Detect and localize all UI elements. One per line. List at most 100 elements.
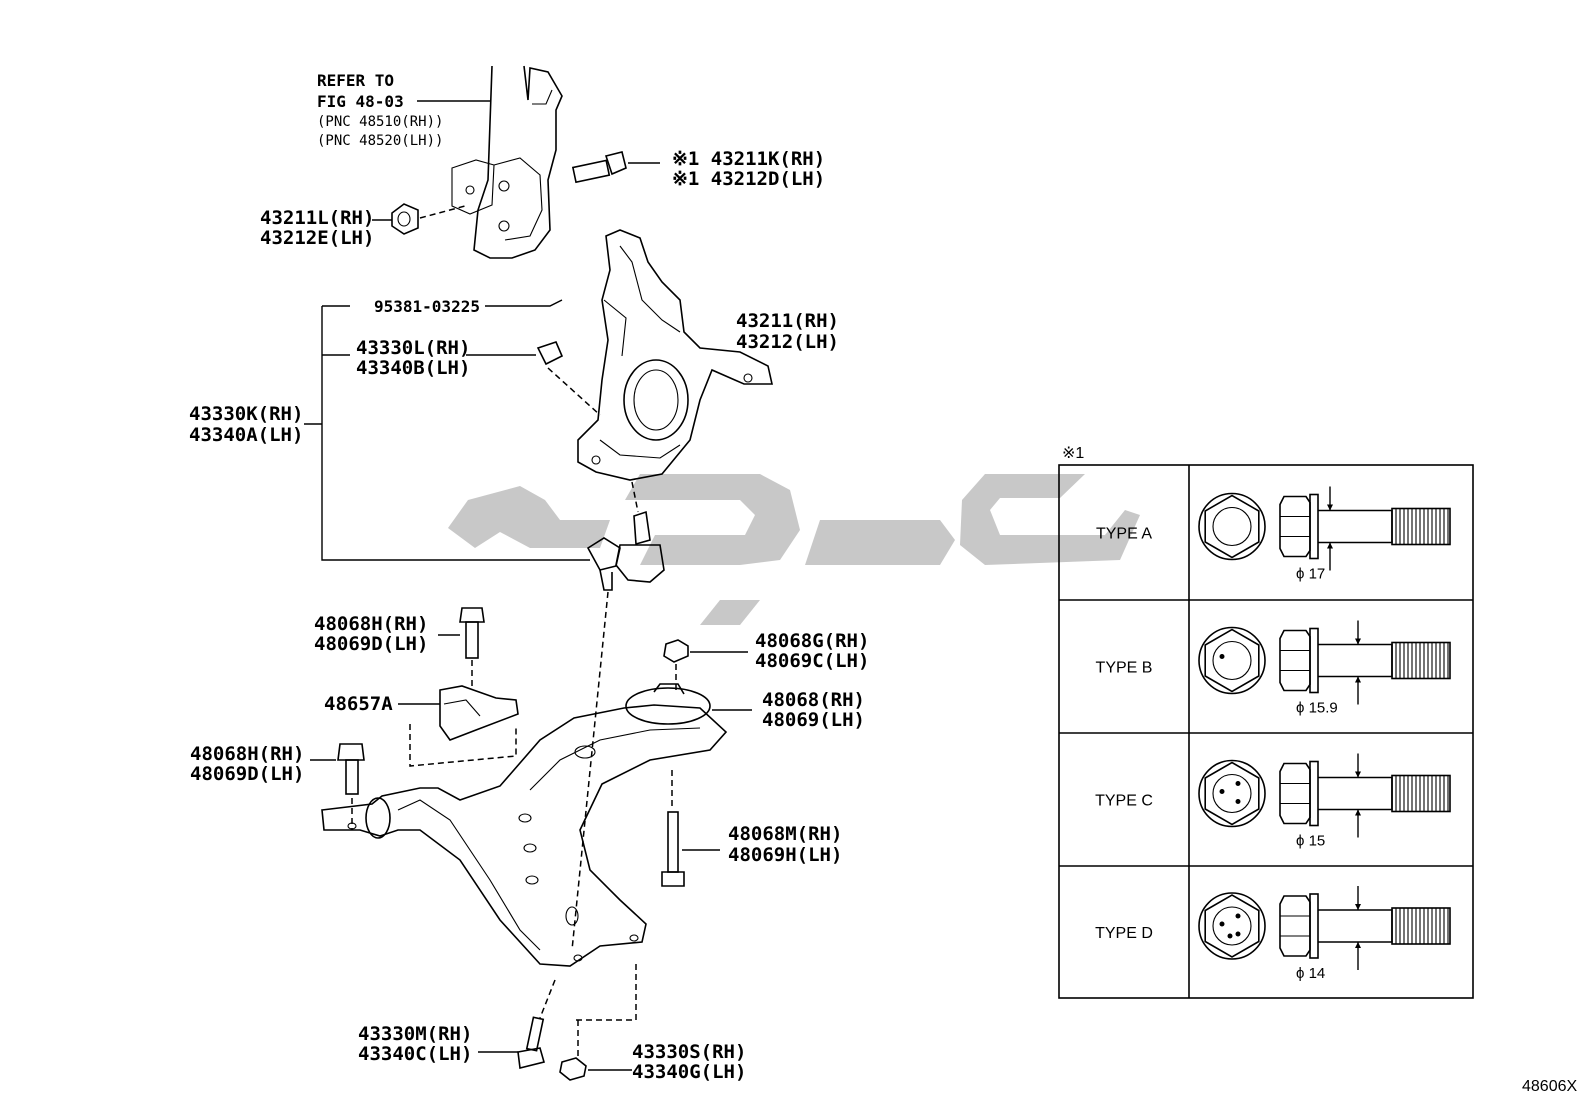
bolt-flange-side xyxy=(1309,893,1319,959)
arrowhead xyxy=(1355,809,1361,816)
bolt-top-illustration xyxy=(571,151,660,184)
type-label: TYPE D xyxy=(1095,925,1153,942)
hex-head-icon xyxy=(1204,494,1260,559)
bolt-thread xyxy=(1391,907,1451,945)
callout-bushing-lh: 48069(LH) xyxy=(762,709,865,731)
callout-bolt-top-lh: ※1 43212D(LH) xyxy=(672,168,825,190)
boot-illustration xyxy=(466,341,601,416)
flange-circle xyxy=(1198,626,1266,695)
callout-washer-lh: 43212E(LH) xyxy=(260,227,374,249)
diameter-label: ϕ 17 xyxy=(1296,566,1325,583)
marking-dot xyxy=(1219,921,1225,927)
bolt-shank xyxy=(1318,909,1393,943)
bolt-flange-side xyxy=(1309,493,1319,560)
marking-dot xyxy=(1235,799,1241,804)
svg-text:FIG 48-03: FIG 48-03 xyxy=(317,92,404,111)
type-label: TYPE C xyxy=(1095,793,1153,810)
bolt-flange-side xyxy=(1309,760,1319,827)
callout-bolt-d-lh: 43340C(LH) xyxy=(358,1043,472,1065)
bolt-head-side xyxy=(1279,895,1311,957)
callout-bolt-b-lh: 48069D(LH) xyxy=(190,763,304,785)
bolt-head-side xyxy=(1279,495,1311,558)
arrowhead xyxy=(1355,904,1361,910)
hex-head-icon xyxy=(1204,894,1260,958)
hex-head-icon xyxy=(1204,761,1260,826)
steering-knuckle-illustration xyxy=(577,229,773,481)
type-row: TYPE D ϕ 14 xyxy=(1095,886,1451,982)
callout-ball-joint-rh: 43330K(RH) xyxy=(189,403,303,425)
svg-text:(PNC 48520(LH)): (PNC 48520(LH)) xyxy=(317,133,443,149)
head-face xyxy=(1212,906,1252,946)
callout-bolt-b-rh: 48068H(RH) xyxy=(190,743,304,765)
watermark-logo xyxy=(448,474,1140,625)
diameter-label: ϕ 14 xyxy=(1296,965,1325,982)
callout-bolt-a-rh: 48068H(RH) xyxy=(314,613,428,635)
bolt-thread xyxy=(1391,641,1451,680)
callout-bracket: 48657A xyxy=(324,693,393,715)
arrowhead xyxy=(1355,771,1361,778)
marking-dot xyxy=(1235,781,1241,786)
callout-bolt-c-rh: 48068M(RH) xyxy=(728,823,842,845)
refer-note: REFER TO FIG 48-03 (PNC 48510(RH)) (PNC … xyxy=(317,71,443,149)
bolt-head-side xyxy=(1279,762,1311,825)
washer-illustration xyxy=(372,203,466,235)
bolt-b-illustration xyxy=(310,743,365,830)
type-label: TYPE B xyxy=(1096,660,1153,677)
callout-bushing-rh: 48068(RH) xyxy=(762,689,865,711)
callout-boot-rh: 43330L(RH) xyxy=(356,337,470,359)
arrowhead xyxy=(1355,676,1361,683)
arrowhead xyxy=(1355,942,1361,948)
flange-circle xyxy=(1198,492,1266,561)
marking-dot xyxy=(1235,913,1241,919)
callout-bolt-c-lh: 48069H(LH) xyxy=(728,844,842,866)
marking-dot xyxy=(1219,654,1225,659)
callout-nut-d-rh: 43330S(RH) xyxy=(632,1041,746,1063)
bolt-thread xyxy=(1391,774,1451,813)
note-mark: ※1 xyxy=(1062,445,1084,462)
callout-bolt-d-rh: 43330M(RH) xyxy=(358,1023,472,1045)
type-row: TYPE A ϕ 17 xyxy=(1096,486,1451,583)
lower-control-arm-illustration xyxy=(321,683,728,967)
callout-clip: 95381-03225 xyxy=(374,297,480,316)
callout-bolt-a-lh: 48069D(LH) xyxy=(314,633,428,655)
svg-text:(PNC 48510(RH)): (PNC 48510(RH)) xyxy=(317,114,443,130)
bolt-head-side xyxy=(1279,629,1311,692)
marking-dot xyxy=(1227,933,1233,939)
bracket-illustration xyxy=(398,685,519,767)
callout-ball-joint-lh: 43340A(LH) xyxy=(189,424,303,446)
flange-circle xyxy=(1198,892,1266,960)
svg-text:REFER TO: REFER TO xyxy=(317,71,394,90)
callout-washer-rh: 43211L(RH) xyxy=(260,207,374,229)
hex-head-icon xyxy=(1204,628,1260,693)
bolt-shank xyxy=(1318,776,1393,811)
arrowhead xyxy=(1355,638,1361,645)
callout-knuckle-lh: 43212(LH) xyxy=(736,331,839,353)
bolt-d-illustration xyxy=(478,979,556,1069)
callout-knuckle-rh: 43211(RH) xyxy=(736,310,839,332)
bolt-a-illustration xyxy=(438,607,485,690)
nut-a-illustration xyxy=(663,639,748,690)
bolt-c-illustration xyxy=(661,770,720,887)
callout-bolt-top-rh: ※1 43211K(RH) xyxy=(672,148,825,170)
callout-nut-d-lh: 43340G(LH) xyxy=(632,1061,746,1083)
type-label: TYPE A xyxy=(1096,526,1152,543)
bolt-flange-side xyxy=(1309,627,1319,694)
arrowhead xyxy=(1327,542,1333,549)
strut-assembly-illustration xyxy=(451,65,563,259)
flange-circle xyxy=(1198,759,1266,828)
bolt-thread xyxy=(1391,507,1451,546)
type-row: TYPE Bϕ 15.9 xyxy=(1096,620,1451,717)
head-face xyxy=(1212,640,1252,681)
bolt-shank xyxy=(1318,643,1393,678)
head-face xyxy=(1212,506,1252,547)
type-row: TYPE C ϕ 15 xyxy=(1095,753,1451,850)
arrowhead xyxy=(1327,504,1333,511)
marking-dot xyxy=(1219,789,1225,794)
nut-d-illustration xyxy=(559,964,637,1081)
diameter-label: ϕ 15 xyxy=(1296,833,1325,850)
diagram-id: 48606X xyxy=(1522,1078,1577,1095)
head-face xyxy=(1212,773,1252,814)
ball-joint-illustration xyxy=(586,481,665,591)
marking-dot xyxy=(1235,931,1241,937)
